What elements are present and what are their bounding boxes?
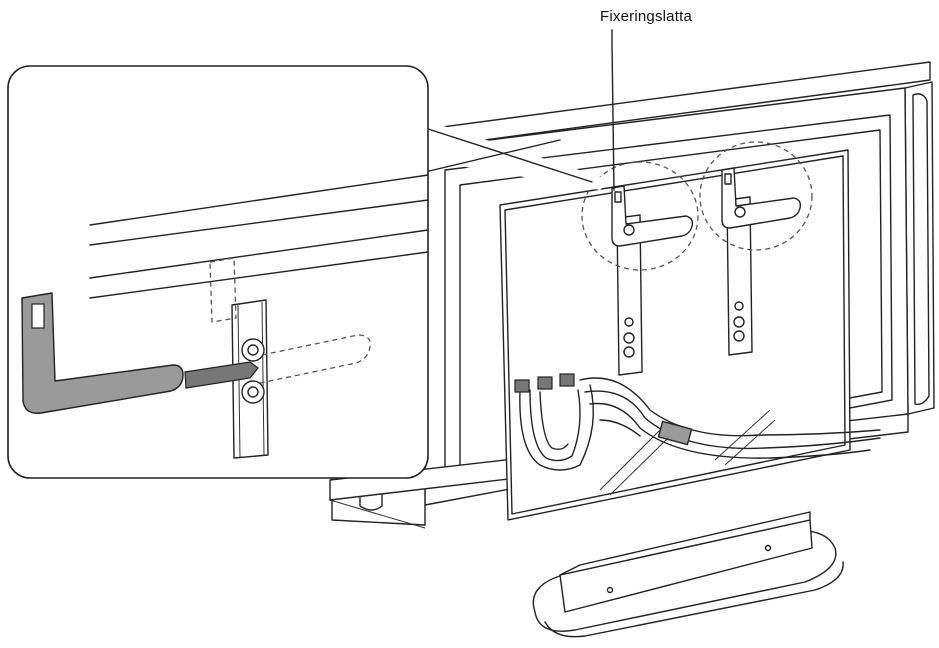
fixing-bracket-label: Fixeringslatta (600, 8, 693, 25)
fixing-bracket-right (721, 167, 802, 229)
highlight-circle-right (699, 141, 813, 251)
highlight-circle-left (581, 161, 699, 271)
cable-bundle (514, 373, 881, 496)
fixing-bracket-left (611, 185, 694, 247)
tv-stand (532, 511, 844, 638)
zoom-connector-bottom (424, 139, 561, 173)
zoom-connector-top (424, 127, 593, 183)
bracket-detail-inset (7, 65, 429, 479)
mounting-rails (616, 196, 753, 376)
leader-line-icon (611, 29, 615, 191)
